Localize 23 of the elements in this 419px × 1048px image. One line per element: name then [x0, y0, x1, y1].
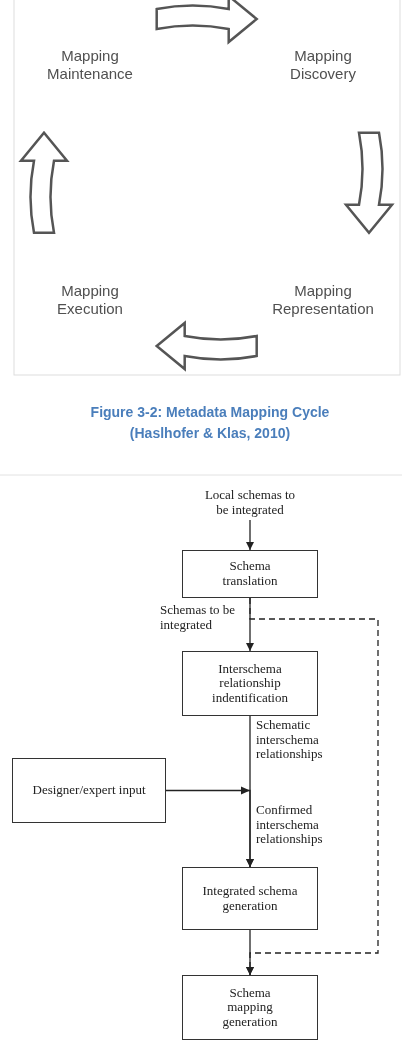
process-box: [182, 550, 318, 598]
block-arrow: [344, 131, 394, 234]
box-label: Integrated schema generation: [201, 883, 299, 914]
box-label: Interschema relationship indentification: [211, 661, 289, 706]
input-label: Local schemas to be integrated: [200, 486, 300, 520]
block-arrow: [155, 0, 258, 44]
block-arrow: [19, 131, 69, 234]
stage-label: Mapping Discovery: [290, 47, 356, 83]
process-box: [182, 975, 318, 1040]
box-label: Schema mapping generation: [221, 985, 279, 1030]
edge-label: Schemas to be integrated: [160, 603, 237, 633]
process-box: [182, 867, 318, 930]
process-box: [12, 758, 166, 823]
box-label: Designer/expert input: [32, 783, 146, 798]
process-box: [182, 651, 318, 716]
stage-label: Mapping Execution: [57, 282, 123, 318]
edge-label: Confirmed interschema relationships: [256, 803, 324, 847]
stage-label: Mapping Maintenance: [47, 47, 133, 83]
box-label: Schema translation: [221, 559, 279, 589]
edge-label: Schematic interschema relationships: [256, 718, 324, 762]
figure-caption: Figure 3-2: Metadata Mapping Cycle (Haslhofer & Klas, 2010): [89, 403, 331, 443]
stage-label: Mapping Representation: [272, 282, 374, 318]
block-arrow: [155, 321, 258, 371]
